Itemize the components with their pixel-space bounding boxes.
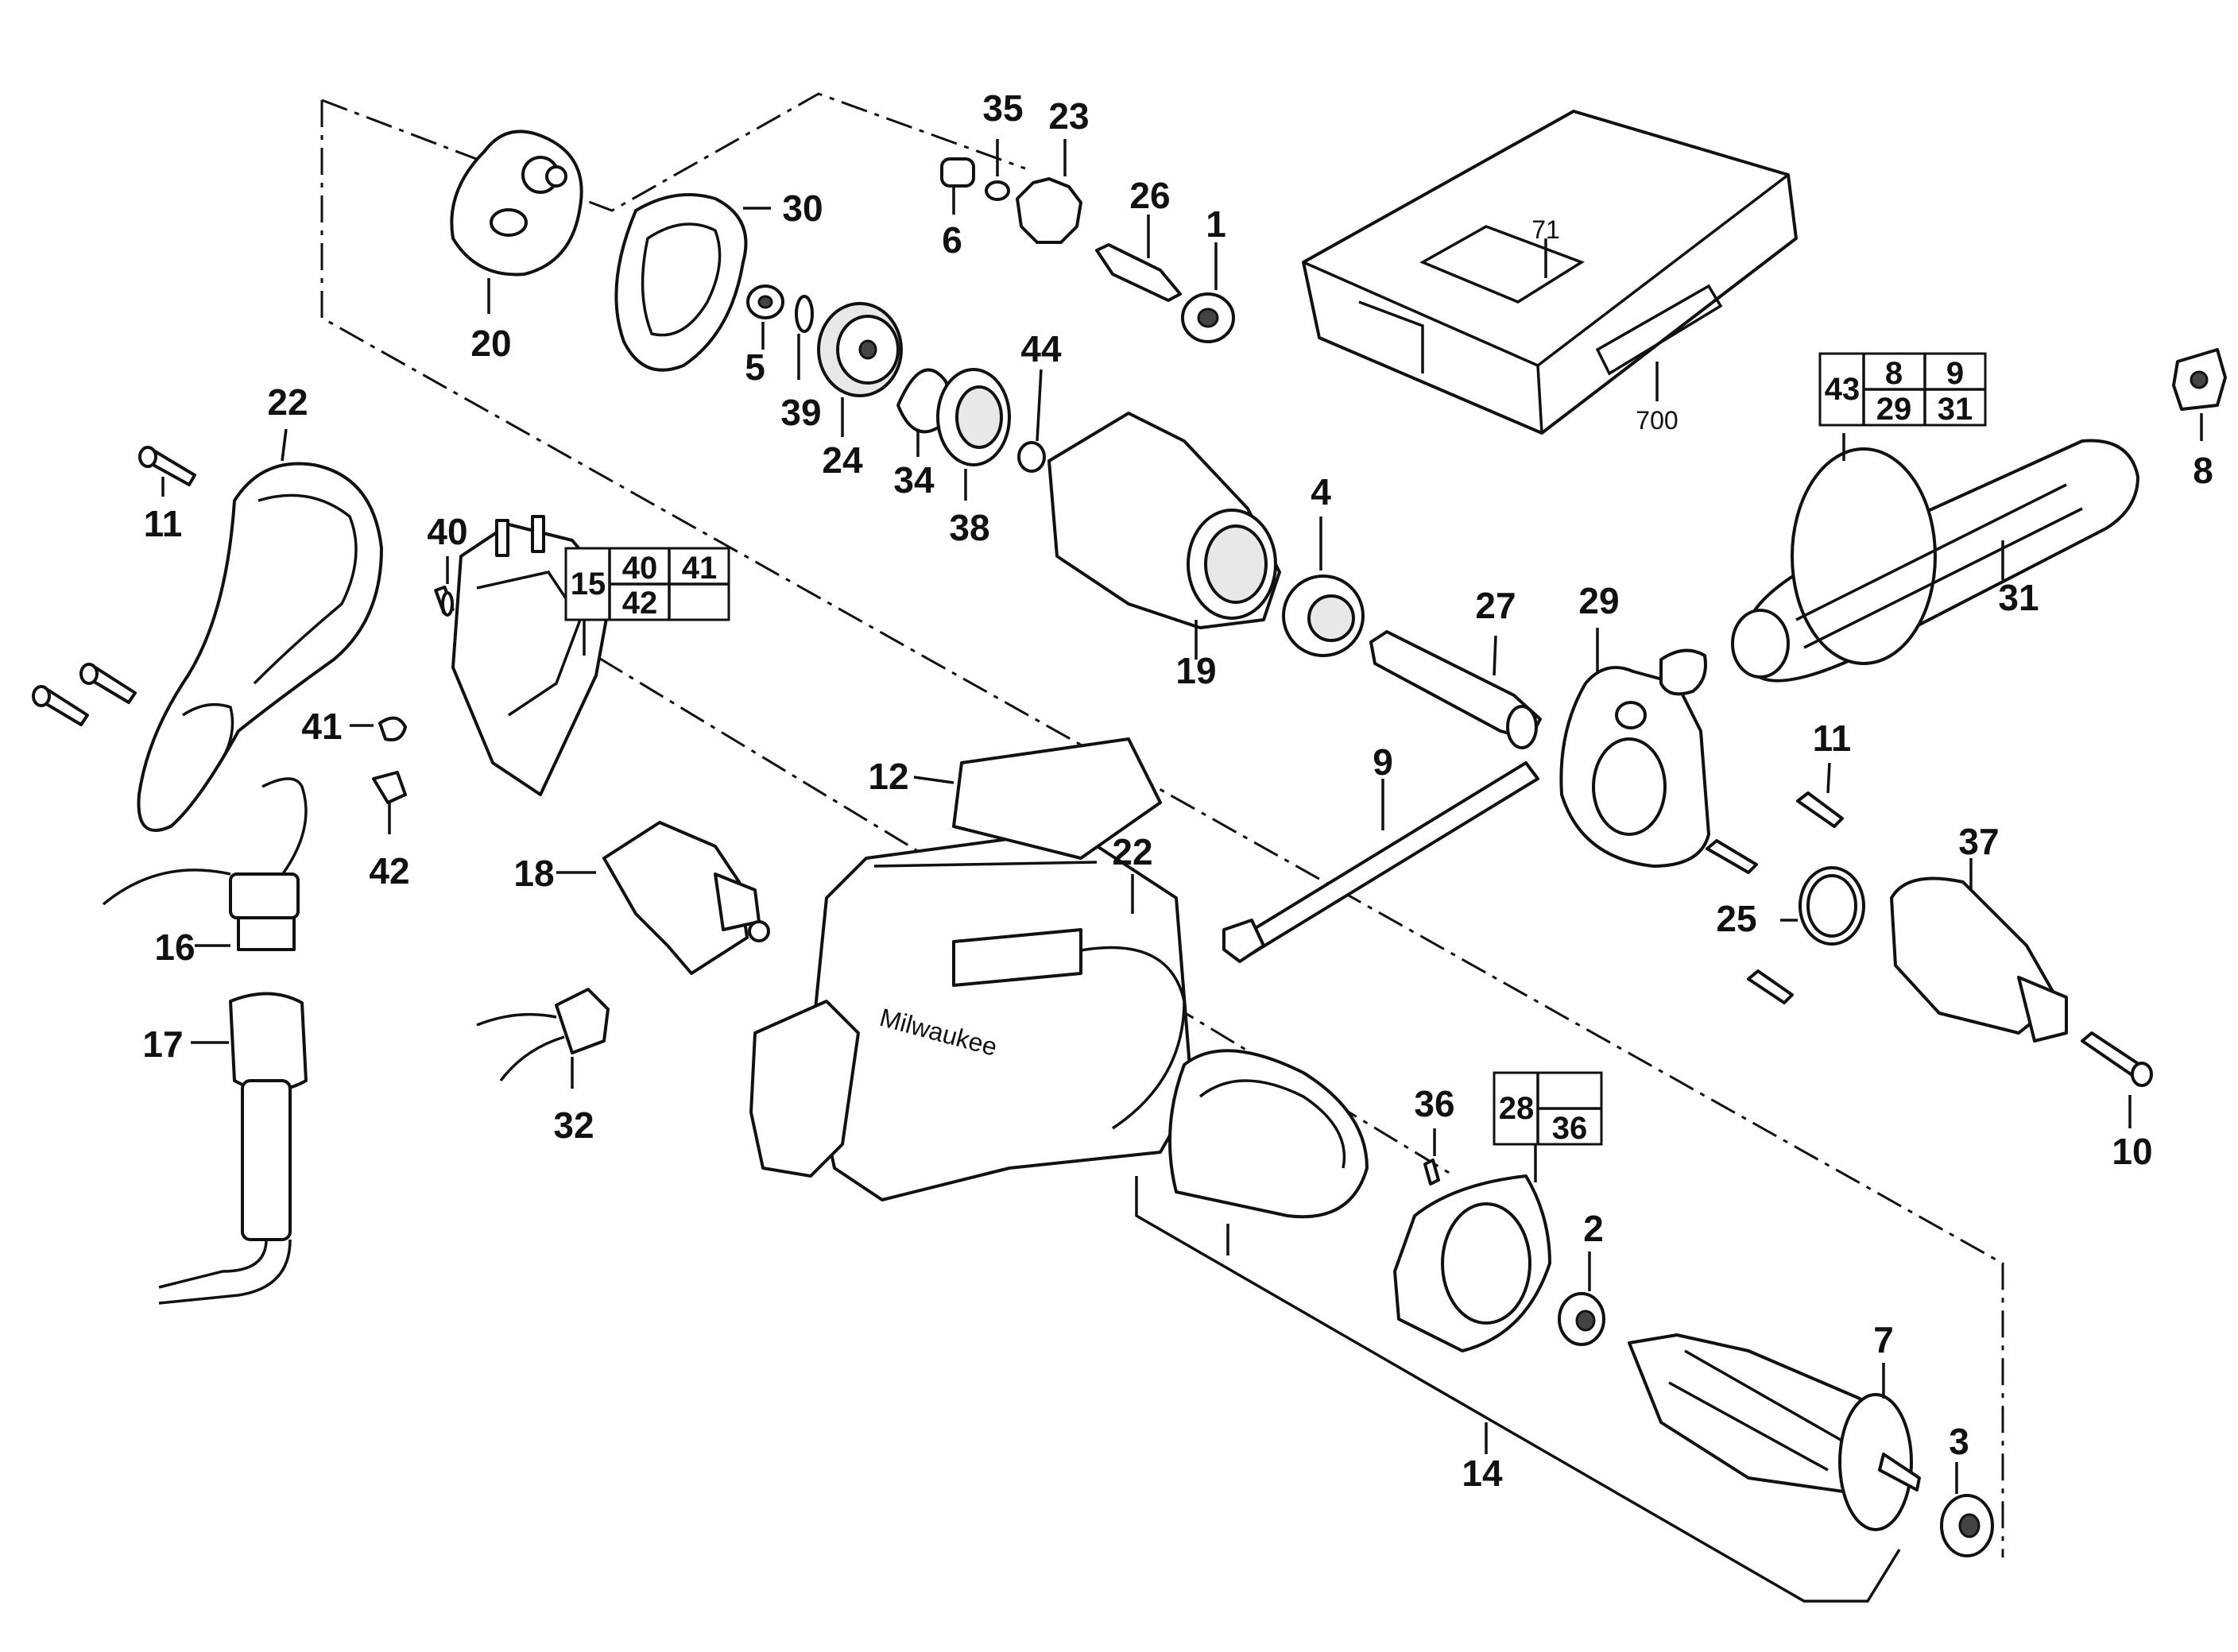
- depth-rod-part: [1222, 761, 1539, 963]
- armature-bearing-part: [1558, 1252, 1605, 1346]
- label-71: 71: [1531, 215, 1560, 244]
- label-25: 25: [1716, 898, 1756, 939]
- label-32: 32: [553, 1105, 594, 1146]
- label-11-left: 11: [144, 503, 183, 544]
- handle-clamp-part: [1559, 628, 1710, 868]
- field-coil-part: [1135, 1049, 1901, 1603]
- label-29: 29: [1578, 580, 1619, 621]
- label-41: 41: [301, 706, 342, 747]
- label-10: 10: [2112, 1131, 2152, 1172]
- kit-box-43: 43 8 9 29 31: [1818, 352, 1987, 427]
- kit15-c2-label: 41: [682, 551, 718, 586]
- kit15-c1-label: 40: [622, 551, 658, 586]
- label-34: 34: [893, 459, 935, 501]
- screw-parts: [32, 446, 2153, 1128]
- label-7: 7: [1873, 1319, 1894, 1360]
- retaining-ring-part: [1780, 866, 1865, 946]
- drill-chuck-part: [1890, 858, 2068, 1043]
- motor-housing-part: Milwaukee: [749, 829, 1194, 1201]
- label-17: 17: [142, 1023, 183, 1065]
- label-22-housing: 22: [1112, 831, 1152, 872]
- label-42: 42: [369, 850, 409, 892]
- kit43-c3-label: 29: [1876, 392, 1912, 427]
- rear-handle-part: [137, 428, 383, 832]
- kit15-c3-label: 42: [622, 586, 658, 621]
- label-11-right: 11: [1813, 718, 1852, 759]
- label-5: 5: [745, 346, 765, 388]
- label-3: 3: [1949, 1421, 1969, 1462]
- label-38: 38: [949, 507, 989, 548]
- label-6: 6: [942, 219, 962, 261]
- label-44: 44: [1020, 328, 1062, 369]
- spindle-part: [1369, 630, 1542, 749]
- label-30: 30: [782, 188, 823, 229]
- label-1: 1: [1206, 203, 1226, 245]
- gear-train-parts: [746, 284, 1046, 501]
- label-26: 26: [1129, 175, 1170, 216]
- end-bearing-part: [1940, 1462, 1994, 1557]
- gear-housing-part: [1047, 412, 1281, 660]
- carbon-brush-part: [476, 988, 610, 1089]
- gasket-part: [614, 193, 771, 372]
- kit43-c2-label: 9: [1946, 356, 1964, 391]
- label-14: 14: [1462, 1453, 1503, 1494]
- nut-part: [2172, 348, 2227, 441]
- part-number-labels: 1 2 3 4 5 6 7 8 9 10 11 11 12 14 16 17 1…: [142, 87, 2213, 1494]
- label-12: 12: [868, 756, 908, 797]
- switch-part: [556, 821, 770, 975]
- kit28-main-label: 28: [1499, 1091, 1535, 1126]
- side-handle-part: [1731, 433, 2139, 683]
- label-9: 9: [1373, 741, 1393, 783]
- label-37: 37: [1958, 821, 1999, 862]
- label-700: 700: [1636, 406, 1678, 435]
- label-2: 2: [1583, 1208, 1604, 1249]
- kit43-main-label: 43: [1825, 372, 1860, 407]
- kit-box-15: 15 40 41 42: [564, 547, 730, 621]
- carry-case-part: [1302, 110, 1798, 435]
- label-39: 39: [780, 392, 821, 433]
- power-cord-part: [102, 777, 308, 1305]
- label-40: 40: [427, 511, 467, 552]
- label-16: 16: [154, 927, 195, 968]
- label-22-handle: 22: [267, 381, 308, 423]
- kit-box-28: 28 36: [1493, 1071, 1603, 1146]
- gear-plate-part: [450, 130, 583, 314]
- label-36: 36: [1414, 1083, 1454, 1124]
- label-27: 27: [1475, 585, 1516, 626]
- armature-part: [1628, 1333, 1921, 1531]
- baffle-part: [1393, 1128, 1551, 1352]
- nameplate-part: [913, 737, 1162, 860]
- small-gear-parts: [940, 139, 1235, 343]
- kit43-c4-label: 31: [1938, 392, 1973, 427]
- label-4: 4: [1311, 471, 1331, 513]
- kit43-c1-label: 8: [1885, 356, 1903, 391]
- label-35: 35: [982, 87, 1023, 129]
- label-18: 18: [513, 853, 554, 894]
- assembly-outline: [320, 92, 2004, 1557]
- label-8: 8: [2193, 450, 2213, 491]
- label-31: 31: [1998, 577, 2039, 618]
- bearing-part: [1282, 516, 1365, 657]
- kit28-c1-label: 36: [1552, 1111, 1588, 1146]
- kit15-main-label: 15: [571, 567, 606, 602]
- label-24: 24: [822, 439, 863, 481]
- label-23: 23: [1048, 95, 1089, 137]
- label-20: 20: [470, 323, 511, 364]
- label-19: 19: [1175, 650, 1216, 691]
